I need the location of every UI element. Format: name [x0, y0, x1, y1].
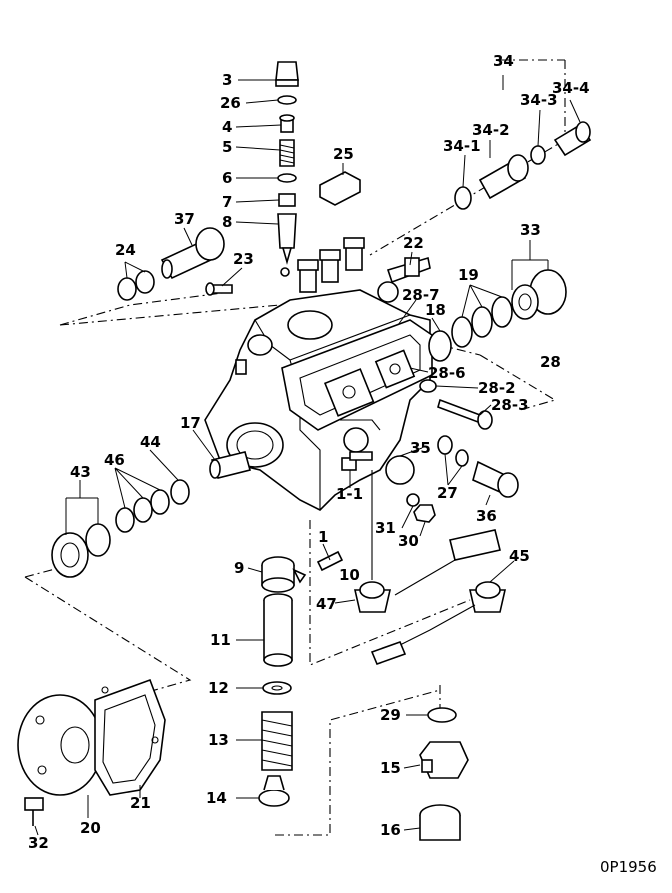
callout-19: 19	[458, 266, 479, 284]
part-28-group	[419, 379, 493, 430]
callout-30: 30	[398, 532, 419, 550]
callout-15: 15	[380, 759, 401, 777]
callout-10: 10	[339, 566, 360, 584]
callout-18: 18	[425, 301, 446, 319]
callout-34-4: 34-4	[552, 79, 590, 97]
solenoid-and-wiring	[353, 470, 507, 666]
callout-1-1: 1-1	[336, 485, 363, 503]
callout-36: 36	[476, 507, 497, 525]
callout-31: 31	[375, 519, 396, 537]
delivery-valve-stack	[275, 61, 299, 277]
callout-28-3: 28-3	[491, 396, 529, 414]
callout-20: 20	[80, 819, 101, 837]
bracket-parts	[319, 171, 431, 284]
callout-9: 9	[234, 559, 244, 577]
leader-lines	[34, 75, 581, 836]
callout-29: 29	[380, 706, 401, 724]
callout-34-2: 34-2	[472, 121, 510, 139]
callout-46: 46	[104, 451, 125, 469]
callout-7: 7	[222, 193, 232, 211]
lower-left-stack	[258, 550, 344, 807]
callout-21: 21	[130, 794, 151, 812]
callout-45: 45	[509, 547, 530, 565]
callout-28-6: 28-6	[428, 364, 466, 382]
callout-34: 34	[493, 52, 514, 70]
right-middle-parts	[341, 435, 519, 523]
left-gear-and-rings	[51, 479, 190, 578]
callout-22: 22	[403, 234, 424, 252]
callout-11: 11	[210, 631, 231, 649]
callout-14: 14	[206, 789, 227, 807]
part-34-group	[454, 121, 592, 210]
callout-43: 43	[70, 463, 91, 481]
left-upper-parts	[117, 227, 233, 301]
pump-body	[204, 237, 433, 511]
callout-25: 25	[333, 145, 354, 163]
callout-23: 23	[233, 250, 254, 268]
callout-labels: 3 26 4 5 6 7 8 37 24 23 25 22 34 34-4 34…	[28, 52, 590, 852]
callout-32: 32	[28, 834, 49, 852]
callout-28-2: 28-2	[478, 379, 516, 397]
callout-47: 47	[316, 595, 337, 613]
callout-4: 4	[222, 118, 232, 136]
callout-37: 37	[174, 210, 195, 228]
callout-28: 28	[540, 353, 561, 371]
callout-26: 26	[220, 94, 241, 112]
reference-code: 0P1956	[600, 858, 657, 876]
callout-5: 5	[222, 138, 232, 156]
right-gear-and-rings	[428, 269, 567, 362]
callout-34-3: 34-3	[520, 91, 558, 109]
callout-44: 44	[140, 433, 161, 451]
callout-34-1: 34-1	[443, 137, 481, 155]
callout-35: 35	[410, 439, 431, 457]
callout-27: 27	[437, 484, 458, 502]
callout-17: 17	[180, 414, 201, 432]
callout-12: 12	[208, 679, 229, 697]
callout-3: 3	[222, 71, 232, 89]
lower-right-parts	[419, 707, 469, 841]
callout-24: 24	[115, 241, 136, 259]
callout-16: 16	[380, 821, 401, 839]
callout-33: 33	[520, 221, 541, 239]
callout-6: 6	[222, 169, 232, 187]
callout-8: 8	[222, 213, 232, 231]
callout-28-7: 28-7	[402, 286, 440, 304]
callout-1: 1	[318, 528, 328, 546]
flange-and-gasket	[17, 678, 166, 826]
callout-13: 13	[208, 731, 229, 749]
